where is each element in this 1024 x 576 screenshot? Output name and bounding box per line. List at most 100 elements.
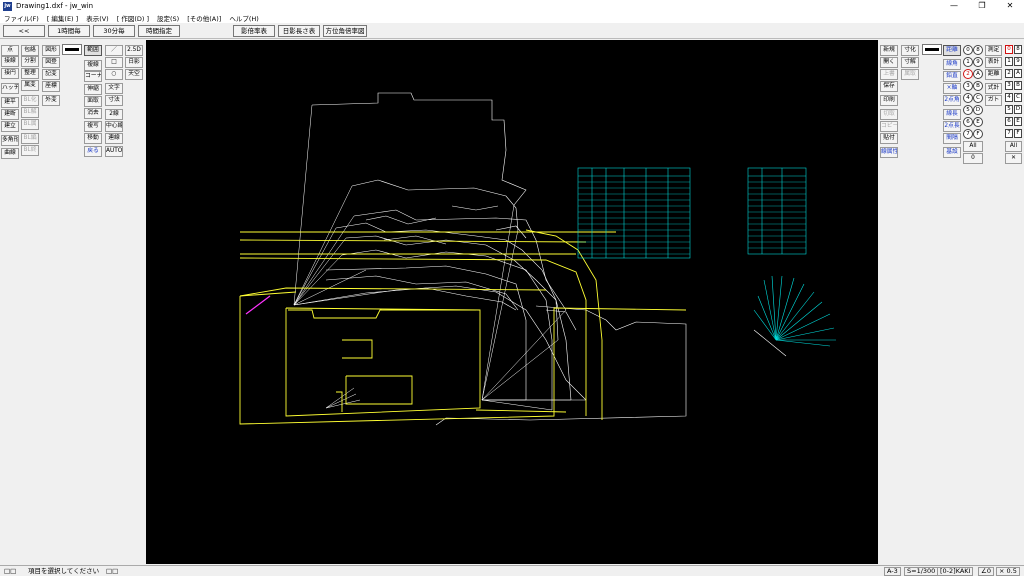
tool-2-5d[interactable]: 2.5D	[125, 45, 143, 56]
layer-square-a[interactable]: A	[1014, 69, 1022, 78]
tool-figure[interactable]: 図形	[42, 45, 60, 56]
tool-envelope[interactable]: 包絡	[21, 45, 39, 56]
tool-continuous-line[interactable]: 連線	[105, 133, 123, 144]
tool-text[interactable]: 文字	[105, 83, 123, 94]
layer-group-circle-c[interactable]: C	[973, 93, 983, 103]
layer-group-circle-d[interactable]: D	[973, 105, 983, 115]
tool-curve[interactable]: 曲線	[1, 148, 19, 159]
cut-button[interactable]: 切取	[880, 109, 898, 120]
tool-extend[interactable]: 伸縮	[84, 84, 102, 95]
one-hour-button[interactable]: 1時間毎	[48, 25, 90, 37]
tool-double-line[interactable]: 2線	[105, 109, 123, 120]
layer-group-circle-f[interactable]: F	[973, 129, 983, 139]
dim-explode-button[interactable]: 寸解	[901, 57, 919, 68]
line-color-sample[interactable]	[922, 44, 942, 55]
two-point-angle-button[interactable]: 2点角	[943, 95, 961, 106]
layer-group-circle-8[interactable]: 8	[973, 45, 983, 55]
tool-building-plan[interactable]: 建平	[1, 97, 19, 108]
copy-button[interactable]: コピー	[880, 121, 898, 132]
tool-center-line[interactable]: 中心線	[105, 121, 123, 132]
menu-edit[interactable]: [ 編集(E) ]	[46, 14, 79, 23]
tool-figure-register[interactable]: 図登	[42, 57, 60, 68]
file-overwrite-button[interactable]: 上書	[880, 69, 898, 80]
layer-group-circle-9[interactable]: 9	[973, 57, 983, 67]
tool-copy[interactable]: 複写	[84, 121, 102, 132]
tool-corner[interactable]: コーナー	[84, 71, 102, 82]
maximize-button[interactable]: ❐	[978, 1, 986, 10]
shadow-table-button[interactable]: 影倍率表	[233, 25, 275, 37]
tool-coordinates[interactable]: 座標	[42, 81, 60, 92]
attr-pick-button[interactable]: 属取	[901, 69, 919, 80]
layer-square-b[interactable]: B	[1014, 81, 1022, 90]
sun-length-table-button[interactable]: 日影長さ表	[278, 25, 320, 37]
layer-group-all-button[interactable]: All	[963, 141, 983, 152]
rectangle-tool-icon[interactable]: □	[105, 57, 123, 68]
tool-block-end[interactable]: BL終	[21, 145, 39, 156]
line-tool-icon[interactable]: ／	[105, 45, 123, 56]
tool-move[interactable]: 移動	[84, 133, 102, 144]
scale-button[interactable]: S=1/300	[904, 567, 939, 576]
tool-external-change[interactable]: 外変	[42, 95, 60, 106]
tool-building-elevation[interactable]: 建立	[1, 121, 19, 132]
measure-button[interactable]: 測定	[985, 45, 1002, 56]
tool-block-explode[interactable]: BL解	[21, 107, 39, 118]
layer-square-0[interactable]: 0	[1005, 45, 1013, 54]
line-angle-button[interactable]: 線角	[943, 59, 961, 70]
menu-draw[interactable]: [ 作図(D) ]	[116, 14, 150, 23]
tool-cleanup[interactable]: 整理	[21, 68, 39, 79]
layer-square-7[interactable]: 7	[1005, 129, 1013, 138]
tool-chamfer[interactable]: 面取	[84, 96, 102, 107]
azimuth-table-button[interactable]: 方位角倍率図	[323, 25, 367, 37]
tool-auto[interactable]: AUTO	[105, 146, 123, 157]
layer-group-circle-3[interactable]: 3	[963, 81, 973, 91]
tool-block-edit[interactable]: BL編	[21, 133, 39, 144]
layer-square-5[interactable]: 5	[1005, 105, 1013, 114]
menu-file[interactable]: ファイル(F)	[4, 14, 39, 23]
line-type-sample[interactable]	[62, 44, 82, 55]
tool-polygon[interactable]: 多角形	[1, 135, 19, 146]
layer-group-circle-0[interactable]: 0	[963, 45, 973, 55]
layer-group-circle-b[interactable]: B	[973, 81, 983, 91]
interval-button[interactable]: 間隔	[943, 133, 961, 144]
layer-close-icon[interactable]: ✕	[1005, 153, 1022, 164]
angle-button[interactable]: ∠0	[978, 567, 994, 576]
thirty-min-button[interactable]: 30分毎	[93, 25, 135, 37]
layer-square-1[interactable]: 1	[1005, 57, 1013, 66]
layer-square-f[interactable]: F	[1014, 129, 1022, 138]
tool-building-section[interactable]: 建断	[1, 109, 19, 120]
tool-divide[interactable]: 分割	[21, 56, 39, 67]
layer-square-d[interactable]: D	[1014, 105, 1022, 114]
base-setting-button[interactable]: 基設	[943, 147, 961, 158]
menu-view[interactable]: 表示(V)	[86, 14, 109, 23]
table-calc-button[interactable]: 表計	[985, 57, 1002, 68]
layer-group-circle-4[interactable]: 4	[963, 93, 973, 103]
tool-attr-change[interactable]: 属変	[21, 80, 39, 91]
layer-group-circle-5[interactable]: 5	[963, 105, 973, 115]
tool-hatch[interactable]: ハッチ	[1, 83, 19, 94]
tool-erase[interactable]: 消去	[84, 108, 102, 119]
guide-button[interactable]: ガト	[985, 95, 1002, 106]
menu-settings[interactable]: 設定(S)	[157, 14, 180, 23]
layer-square-2[interactable]: 2	[1005, 69, 1013, 78]
layer-square-3[interactable]: 3	[1005, 81, 1013, 90]
layer-all-button[interactable]: All	[1005, 141, 1022, 152]
tool-tangent[interactable]: 接線	[1, 56, 19, 67]
distance-button[interactable]: 距離	[943, 45, 961, 56]
tool-offset-line[interactable]: 複線	[84, 60, 102, 71]
layer-group-circle-6[interactable]: 6	[963, 117, 973, 127]
print-button[interactable]: 印刷	[880, 95, 898, 106]
tool-note-change[interactable]: 記変	[42, 69, 60, 80]
layer-group-circle-a[interactable]: A	[973, 69, 983, 79]
time-spec-button[interactable]: 時間指定	[138, 25, 180, 37]
formula-calc-button[interactable]: 式計	[985, 83, 1002, 94]
line-attr-button[interactable]: 線属性	[880, 147, 898, 158]
layer-square-6[interactable]: 6	[1005, 117, 1013, 126]
tool-block-attr[interactable]: BL属	[21, 119, 39, 130]
tool-dimension[interactable]: 寸法	[105, 95, 123, 106]
vertical-button[interactable]: 鉛直	[943, 71, 961, 82]
close-button[interactable]: ✕	[1006, 1, 1014, 10]
menu-help[interactable]: ヘルプ(H)	[229, 14, 259, 23]
minimize-button[interactable]: —	[950, 1, 958, 10]
file-save-button[interactable]: 保存	[880, 81, 898, 92]
tool-tangent-circle[interactable]: 接円	[1, 68, 19, 79]
